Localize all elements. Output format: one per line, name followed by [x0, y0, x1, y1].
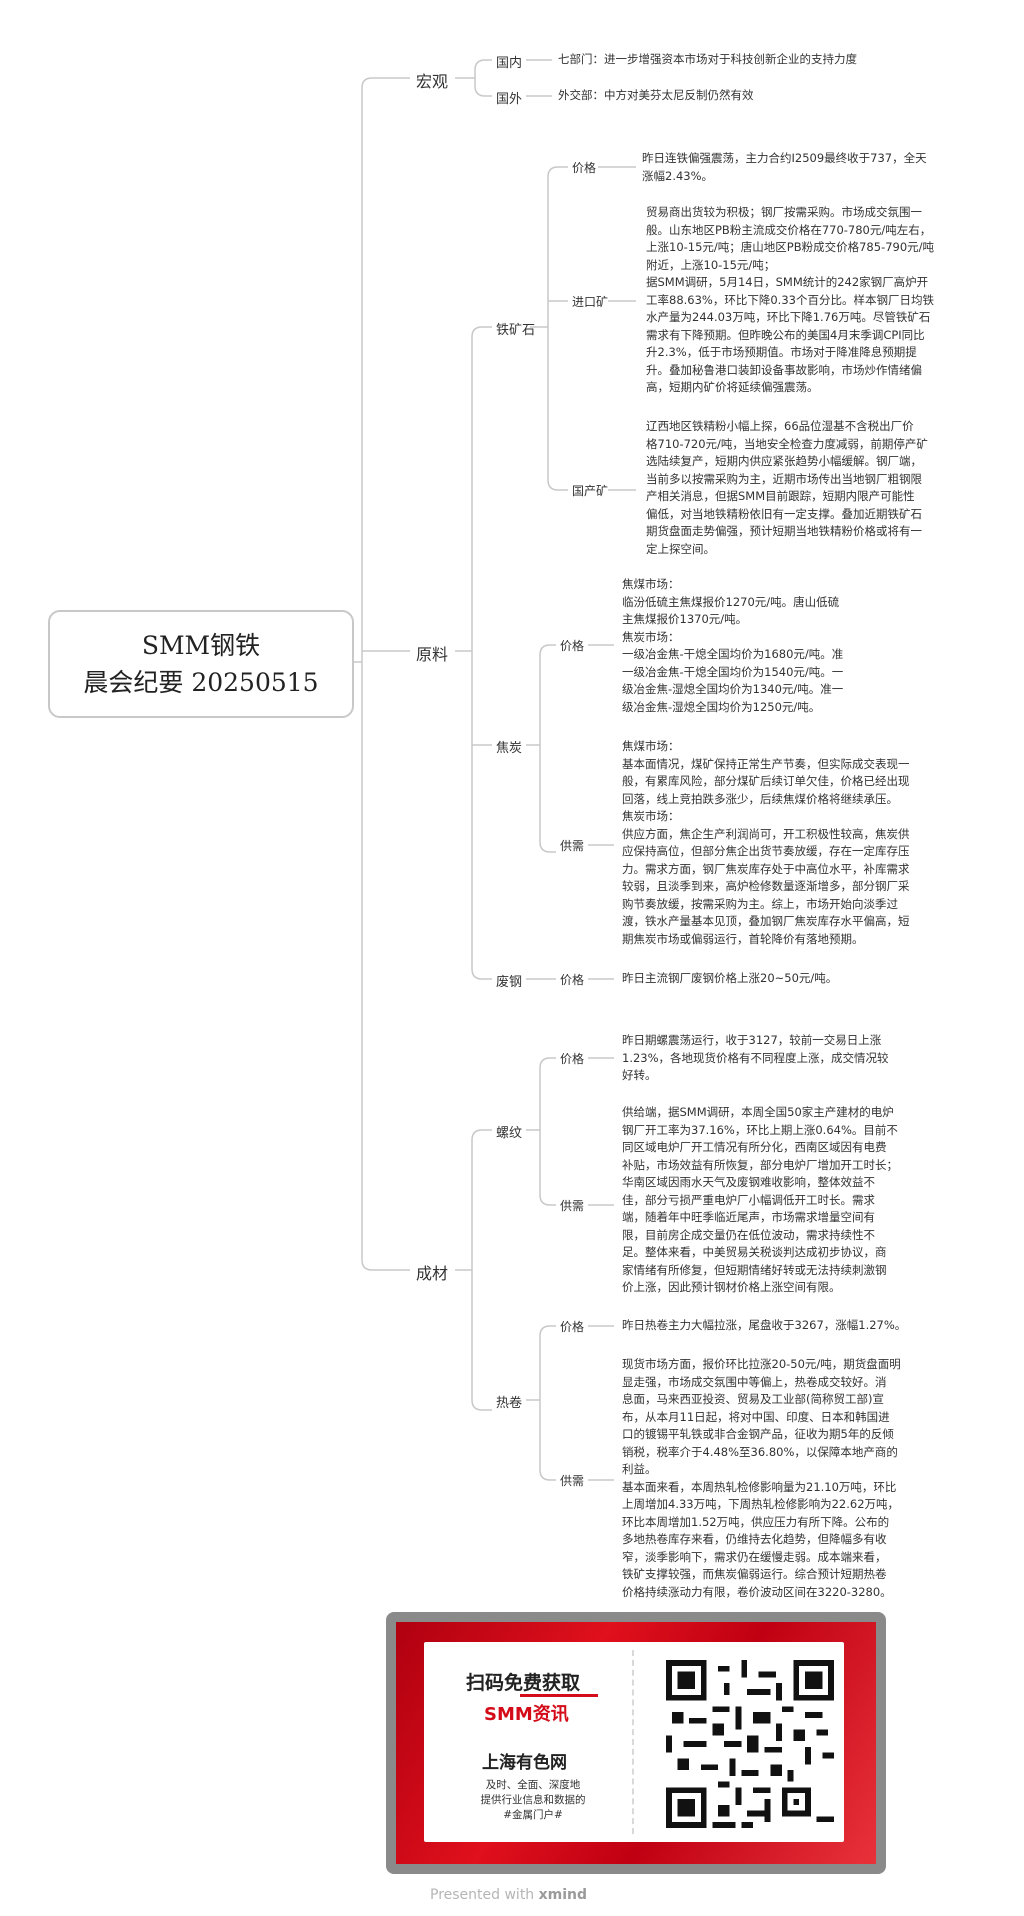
macro-domestic-text: 七部门：进一步增强资本市场对于科技创新企业的支持力度: [558, 52, 857, 66]
promo-brand: 上海有色网: [482, 1753, 567, 1773]
topic-coke[interactable]: 焦炭: [496, 741, 523, 756]
iron-ore-domestic-text: 辽西地区铁精粉小幅上探，66品位湿基不含税出厂价 格710-720元/吨，当地安…: [646, 419, 928, 556]
scrap-price-text: 昨日主流钢厂废钢价格上涨20~50元/吨。: [622, 971, 838, 985]
promo-underline: [520, 1694, 598, 1697]
promo-description: 及时、全面、深度地 提供行业信息和数据的 #金属门户#: [480, 1779, 586, 1821]
promo-title: 扫码免费获取: [466, 1672, 581, 1694]
topic-macro-foreign[interactable]: 国外: [496, 92, 523, 107]
promo-subtitle: SMM资讯: [484, 1704, 569, 1725]
topic-iron-ore-import[interactable]: 进口矿: [572, 295, 609, 309]
hrc-price-text: 昨日热卷主力大幅拉涨，尾盘收于3267，涨幅1.27%。: [622, 1318, 907, 1332]
topic-iron-ore-price[interactable]: 价格: [572, 161, 597, 175]
iron-ore-price-text: 昨日连铁偏强震荡，主力合约I2509最终收于737，全天 涨幅2.43%。: [642, 151, 927, 183]
root-subtitle: 晨会纪要 20250515: [83, 668, 319, 697]
topic-coke-price[interactable]: 价格: [560, 639, 585, 653]
macro-foreign-text: 外交部：中方对美芬太尼反制仍然有效: [558, 88, 754, 102]
topic-hrc[interactable]: 热卷: [496, 1396, 523, 1411]
topic-rebar-price[interactable]: 价格: [560, 1052, 585, 1066]
topic-iron-ore-domestic[interactable]: 国产矿: [572, 484, 609, 498]
topic-scrap-price[interactable]: 价格: [560, 973, 585, 987]
topic-scrap[interactable]: 废钢: [496, 975, 523, 990]
promo-card-divider: [632, 1650, 634, 1834]
topic-rebar-supply[interactable]: 供需: [560, 1199, 585, 1213]
footer-credit: Presented with xmind: [430, 1887, 587, 1903]
topic-rebar[interactable]: 螺纹: [496, 1126, 523, 1141]
hrc-supply-text: 现货市场方面，报价环比拉涨20-50元/吨，期货盘面明 显走强，市场成交氛围中等…: [622, 1357, 901, 1599]
footer-presented: Presented with: [430, 1887, 535, 1903]
topic-raw[interactable]: 原料: [416, 645, 449, 664]
footer-brand: xmind: [538, 1887, 588, 1903]
coke-supply-text: 焦煤市场： 基本面情况，煤矿保持正常生产节奏，但实际成交表现一 般，有累库风险，…: [622, 739, 910, 946]
topic-macro-domestic[interactable]: 国内: [496, 56, 523, 71]
qr-code-icon[interactable]: [666, 1660, 834, 1828]
root-topic[interactable]: SMM钢铁 晨会纪要 20250515: [48, 610, 354, 718]
topic-hrc-price[interactable]: 价格: [560, 1320, 585, 1334]
root-title: SMM钢铁: [141, 631, 261, 660]
rebar-price-text: 昨日期螺震荡运行，收于3127，较前一交易日上涨 1.23%，各地现货价格有不同…: [622, 1033, 889, 1082]
iron-ore-import-text: 贸易商出货较为积极；钢厂按需采购。市场成交氛围一 般。山东地区PB粉主流成交价格…: [646, 205, 935, 394]
topic-product[interactable]: 成材: [416, 1264, 449, 1283]
topic-hrc-supply[interactable]: 供需: [560, 1474, 585, 1488]
coke-price-text: 焦煤市场： 临汾低硫主焦煤报价1270元/吨。唐山低硫 主焦煤报价1370元/吨…: [622, 577, 844, 714]
topic-macro[interactable]: 宏观: [416, 72, 449, 91]
topic-iron-ore[interactable]: 铁矿石: [496, 323, 536, 338]
topic-coke-supply[interactable]: 供需: [560, 839, 585, 853]
rebar-supply-text: 供给端，据SMM调研，本周全国50家主产建材的电炉 钢厂开工率为37.16%，环…: [622, 1105, 898, 1294]
